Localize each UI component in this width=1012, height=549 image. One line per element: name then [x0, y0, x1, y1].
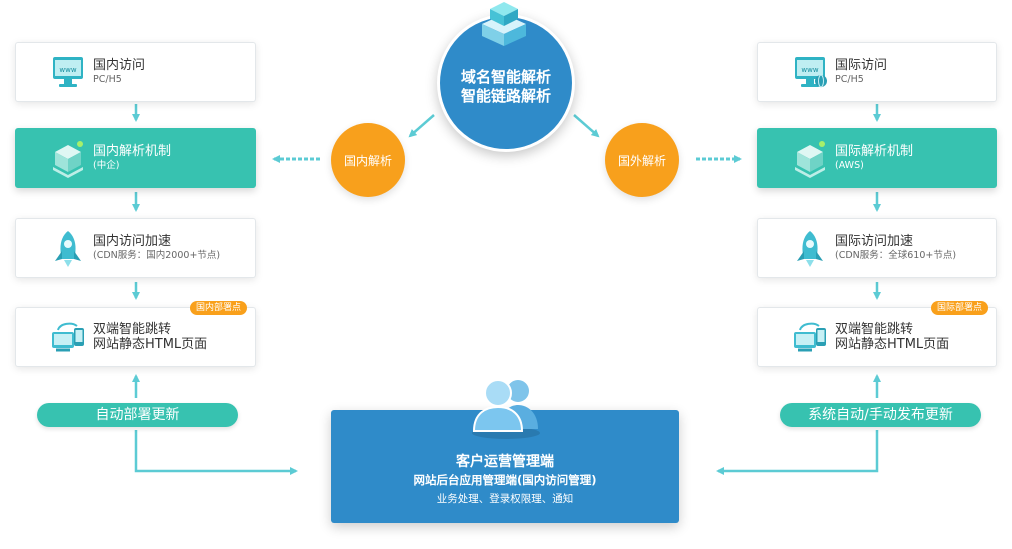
server-cloud-icon [482, 2, 526, 46]
box-title: 双端智能跳转 [835, 322, 914, 337]
box-sub: (AWS) [835, 160, 864, 171]
rocket-icon [797, 231, 823, 267]
panel-title: 客户运营管理端 [456, 454, 554, 470]
box-domestic-resolution: 国内解析机制 (中企) [15, 128, 256, 188]
arrow-right-to-panel [716, 430, 879, 475]
panel-desc: 业务处理、登录权限理、通知 [436, 493, 574, 505]
center-line-2: 智能链路解析 [460, 87, 551, 105]
box-sub: PC/H5 [835, 74, 864, 85]
devices-sync-icon [52, 322, 84, 352]
devices-sync-icon [794, 322, 826, 352]
box-intl-acceleration: 国际访问加速 (CDN服务：全球610+节点) [757, 218, 997, 278]
box-domestic-acceleration: 国内访问加速 (CDN服务：国内2000+节点) [15, 218, 256, 278]
circle-foreign-resolve: 国外解析 [605, 123, 679, 197]
badge-domestic-deploy: 国内部署点 [189, 301, 247, 315]
box-sub: 网站静态HTML页面 [835, 337, 950, 352]
arrow-center-to-right [573, 114, 600, 138]
box-domestic-access: www 国内访问 PC/H5 [15, 42, 256, 102]
server-cube-icon [795, 141, 825, 178]
box-intl-access: www 国际访问 PC/H5 [757, 42, 997, 102]
box-title: 双端智能跳转 [93, 322, 172, 337]
box-title: 国内访问 [93, 58, 146, 73]
badge-intl-deploy: 国际部署点 [930, 301, 988, 315]
pill-auto-deploy: 自动部署更新 [37, 403, 238, 427]
box-title: 国际访问加速 [835, 234, 914, 249]
box-title: 国内解析机制 [93, 144, 172, 159]
box-intl-redirect: 国际部署点 双端智能跳转 网站静态HTML页面 [757, 301, 997, 367]
circle-domestic-resolve: 国内解析 [331, 123, 405, 197]
box-sub: (CDN服务：国内2000+节点) [93, 250, 221, 261]
box-title: 国际解析机制 [835, 144, 914, 159]
users-icon [472, 379, 540, 439]
box-sub: PC/H5 [93, 74, 122, 85]
arrow-center-to-left [408, 114, 435, 138]
box-domestic-redirect: 国内部署点 双端智能跳转 网站静态HTML页面 [15, 301, 256, 367]
box-title: 国际访问 [835, 58, 888, 73]
box-sub: (中企) [93, 160, 120, 171]
svg-text:www: www [59, 66, 76, 74]
box-sub: 网站静态HTML页面 [93, 337, 208, 352]
box-intl-resolution: 国际解析机制 (AWS) [757, 128, 997, 188]
www-browser-icon: www [795, 57, 827, 88]
rocket-icon [55, 231, 81, 267]
www-browser-icon: www [53, 57, 83, 87]
svg-text:www: www [801, 66, 818, 74]
center-line-1: 域名智能解析 [460, 68, 551, 86]
pill-release-update: 系统自动/手动发布更新 [780, 403, 981, 427]
arrow-left-to-panel [134, 430, 298, 475]
box-sub: (CDN服务：全球610+节点) [835, 250, 957, 261]
server-cube-icon [53, 141, 83, 178]
box-title: 国内访问加速 [93, 234, 172, 249]
panel-subtitle: 网站后台应用管理端(国内访问管理) [413, 473, 597, 487]
